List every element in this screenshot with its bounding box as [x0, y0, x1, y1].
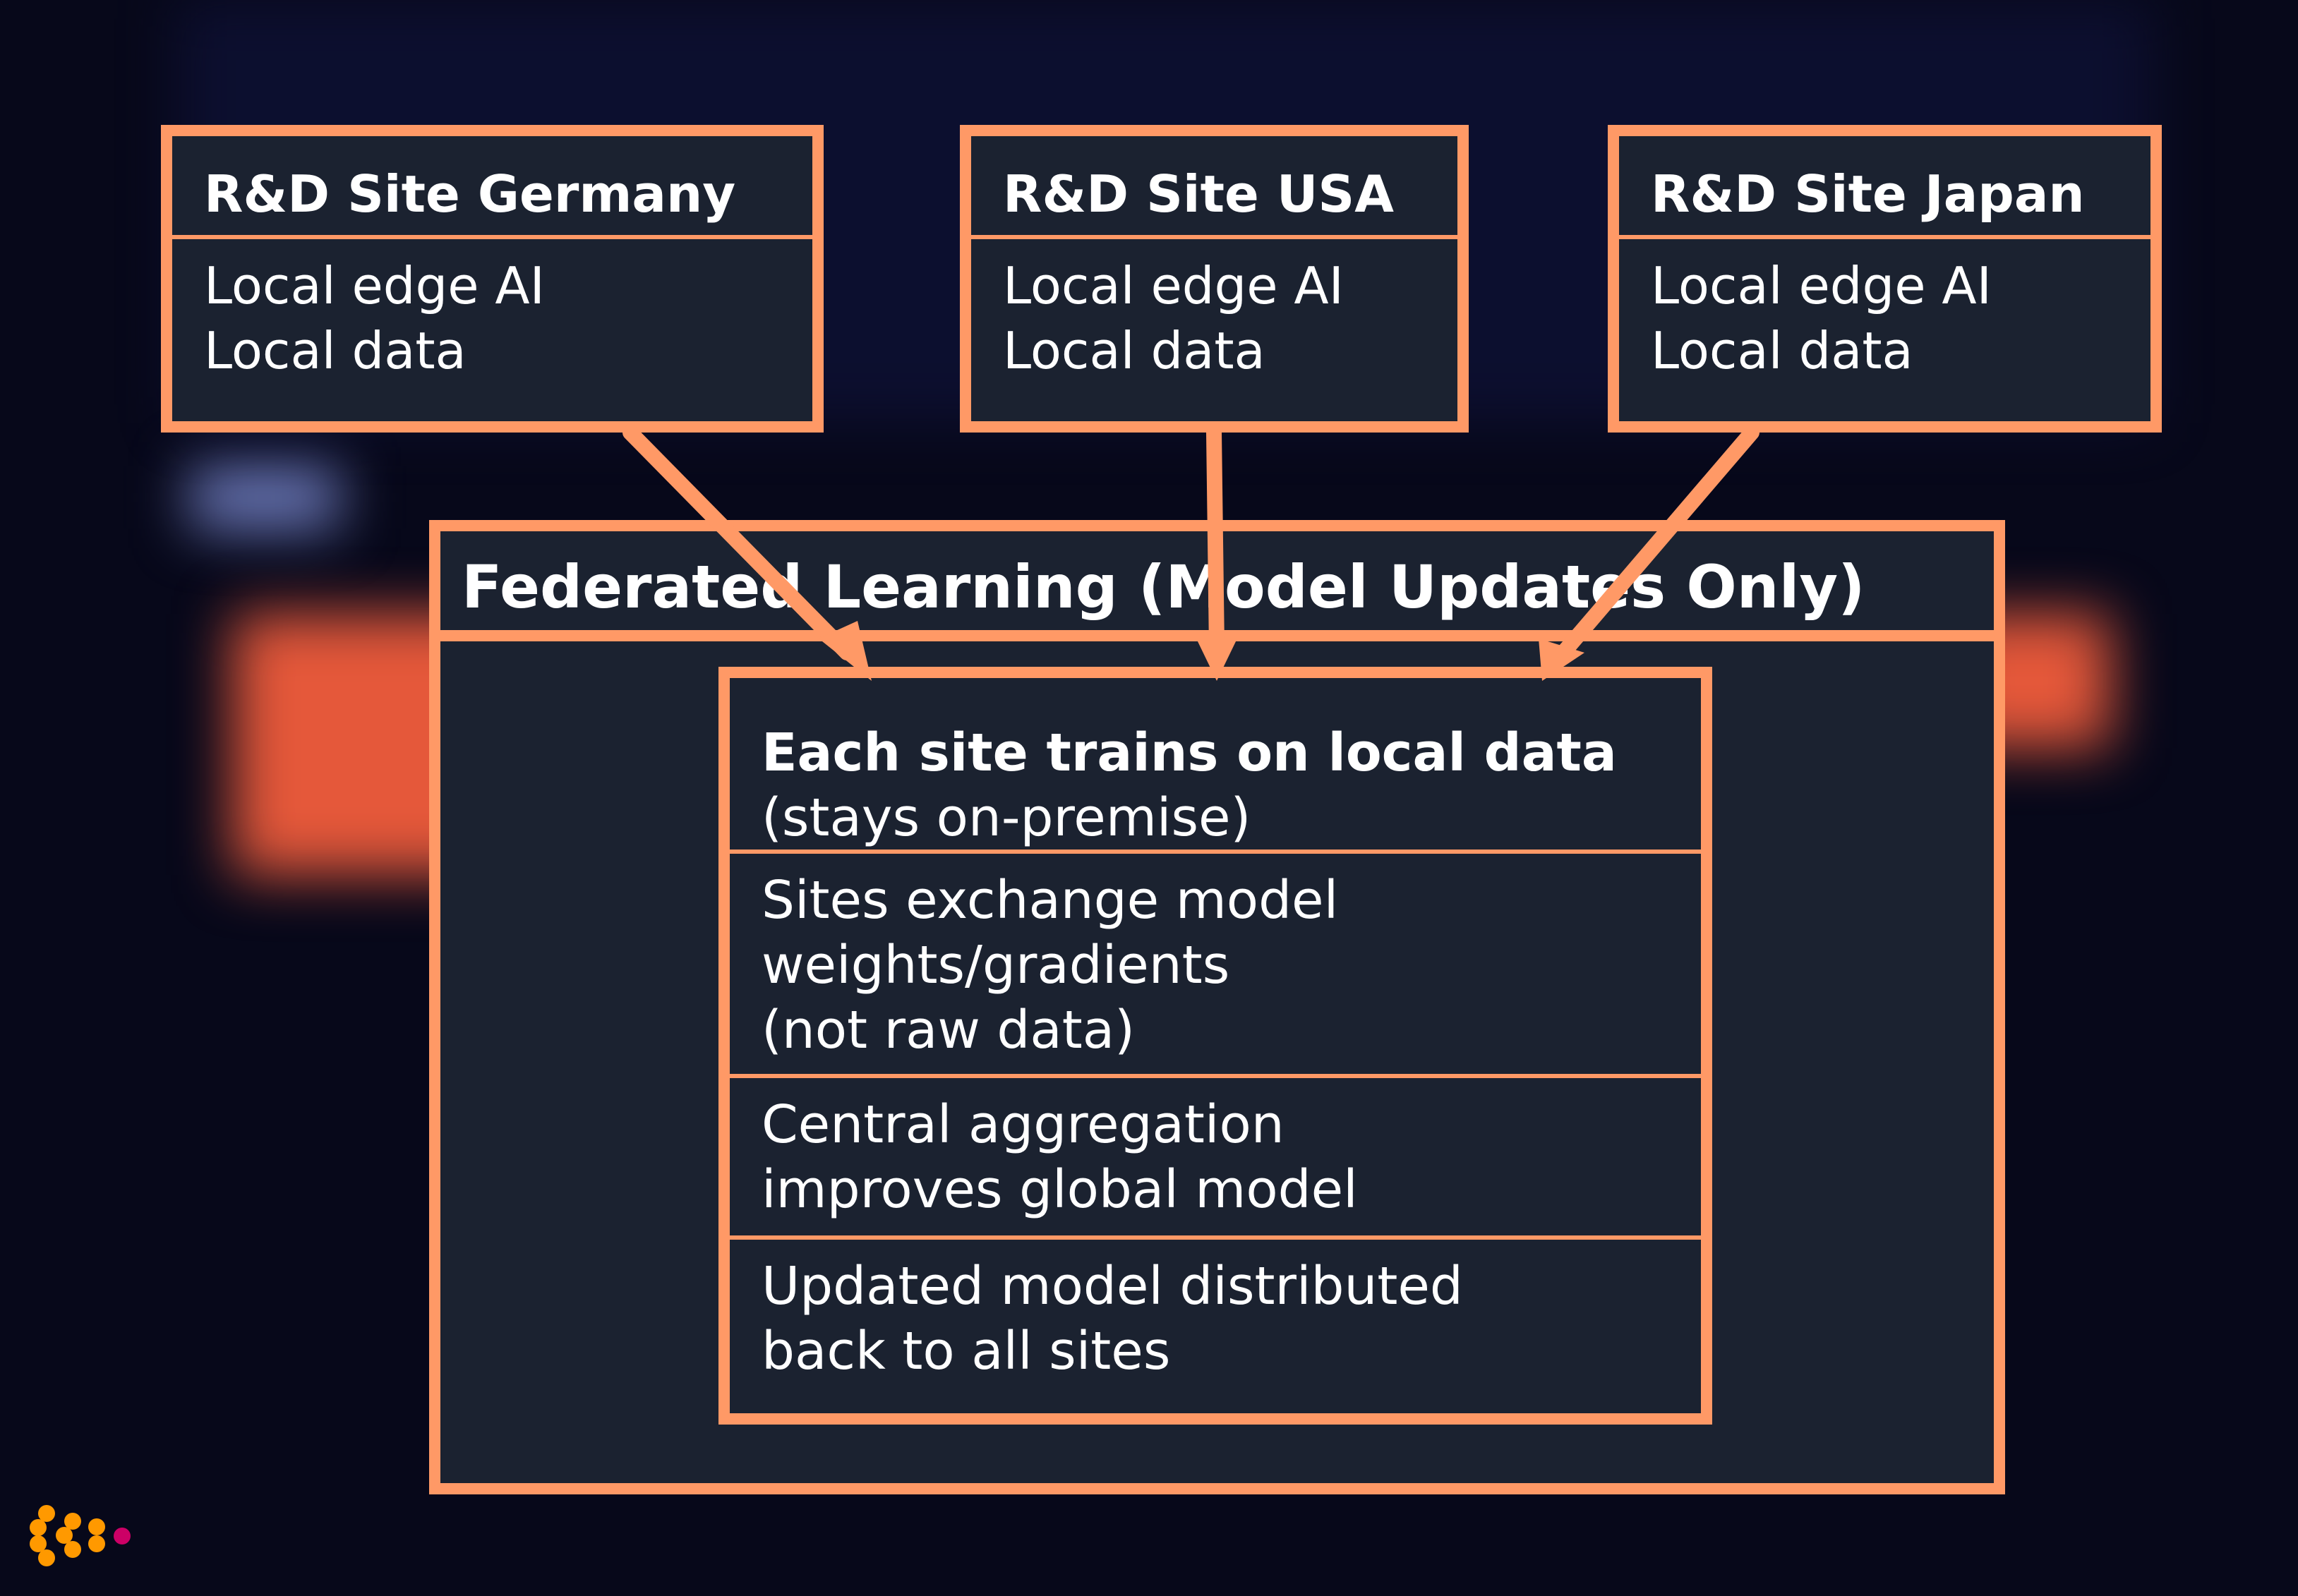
site-usa-line-1: Local edge AI	[1003, 256, 1344, 315]
steps-box: Each site trains on local data (stays on…	[718, 667, 1712, 1425]
step-1-line-2: (stays on-premise)	[762, 787, 1251, 848]
step-3-line-1: Central aggregation	[762, 1094, 1285, 1155]
site-germany-line-1: Local edge AI	[204, 256, 545, 315]
arrowhead-usa	[1196, 639, 1237, 681]
site-japan-line-1: Local edge AI	[1651, 256, 1992, 315]
step-3: Central aggregation improves global mode…	[730, 1078, 1701, 1240]
step-4-line-2: back to all sites	[762, 1321, 1171, 1382]
arrowhead-japan	[1539, 639, 1584, 681]
site-usa-title: R&D Site USA	[1003, 164, 1394, 224]
site-usa-line-2: Local data	[1003, 321, 1265, 380]
site-japan-header: R&D Site Japan	[1619, 136, 2150, 239]
arrowhead-germany	[819, 621, 872, 681]
site-japan-line-2: Local data	[1651, 321, 1913, 380]
site-germany-title: R&D Site Germany	[204, 164, 736, 224]
site-usa-header: R&D Site USA	[971, 136, 1457, 239]
site-japan-title: R&D Site Japan	[1651, 164, 2085, 224]
background-blur-blue	[191, 466, 339, 529]
step-3-line-2: improves global model	[762, 1159, 1358, 1220]
connector-japan	[1556, 425, 1759, 660]
site-germany-line-2: Local data	[204, 321, 467, 380]
step-4: Updated model distributed back to all si…	[730, 1240, 1701, 1416]
connector-usa	[1206, 425, 1225, 657]
step-2-line-3: (not raw data)	[762, 1000, 1135, 1060]
step-2-line-1: Sites exchange model	[762, 870, 1339, 931]
step-1-line-1: Each site trains on local data	[762, 723, 1617, 783]
connector-germany	[622, 425, 855, 660]
site-germany-header: R&D Site Germany	[172, 136, 812, 239]
step-1: Each site trains on local data (stays on…	[730, 678, 1701, 854]
step-2: Sites exchange model weights/gradients (…	[730, 854, 1701, 1078]
step-2-line-2: weights/gradients	[762, 935, 1230, 996]
site-japan-box: R&D Site Japan Local edge AI Local data	[1608, 125, 2162, 433]
brand-logo	[30, 1505, 131, 1566]
step-4-line-1: Updated model distributed	[762, 1256, 1463, 1317]
site-germany-box: R&D Site Germany Local edge AI Local dat…	[161, 125, 824, 433]
site-usa-box: R&D Site USA Local edge AI Local data	[960, 125, 1469, 433]
